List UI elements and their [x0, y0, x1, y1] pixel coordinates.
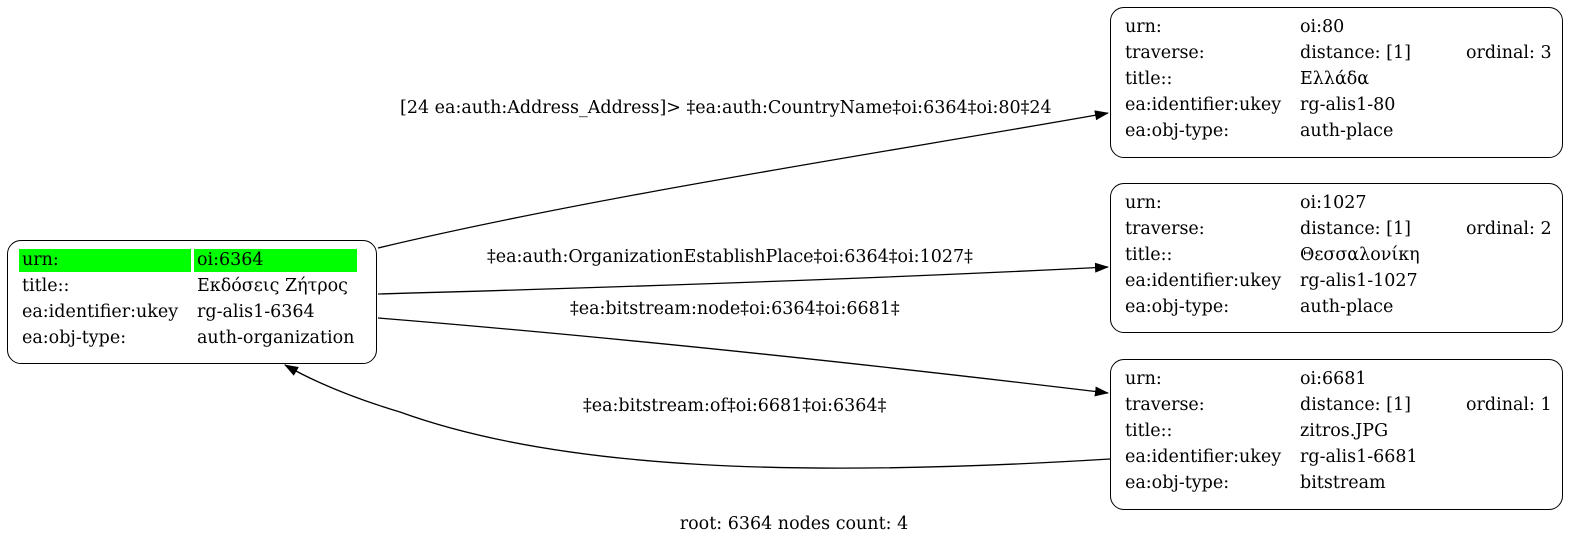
row-key: traverse: — [1125, 395, 1205, 415]
row-value: rg-alis1-6364 — [197, 302, 315, 322]
row-key: urn: — [1125, 369, 1162, 389]
node-row-ukey: ea:identifier:ukey rg-alis1-6364 — [19, 301, 357, 324]
row-key: ea:identifier:ukey — [1125, 447, 1282, 467]
row-value: rg-alis1-80 — [1300, 95, 1396, 115]
row-key: title:: — [1125, 245, 1173, 265]
row-value: oi:6364 — [194, 249, 358, 272]
edge-label-back-to-root: ‡ea:bitstream:of‡oi:6681‡oi:6364‡ — [583, 396, 887, 416]
node-row-objtype: ea:obj-type: auth-organization — [19, 327, 357, 350]
node-row-ukey: ea:identifier:ukey rg-alis1-1027 — [1122, 270, 1555, 293]
row-value: bitstream — [1300, 473, 1386, 493]
edge-label-to-oi80: [24 ea:auth:Address_Address]> ‡ea:auth:C… — [400, 98, 1052, 118]
edge-back-to-root — [284, 364, 1111, 469]
edge-label-to-oi1027: ‡ea:auth:OrganizationEstablishPlace‡oi:6… — [487, 247, 973, 267]
row-key: ea:obj-type: — [22, 328, 127, 348]
node-row-urn: urn: oi:1027 — [1122, 192, 1555, 215]
row-key: title:: — [22, 276, 70, 296]
row-key: ea:obj-type: — [1125, 297, 1230, 317]
row-key: urn: — [1125, 17, 1162, 37]
row-key: traverse: — [1125, 43, 1205, 63]
row-key: traverse: — [1125, 219, 1205, 239]
row-value: rg-alis1-1027 — [1300, 271, 1418, 291]
node-row-title: title:: zitros.JPG — [1122, 420, 1555, 443]
row-key: title:: — [1125, 421, 1173, 441]
node-row-ukey: ea:identifier:ukey rg-alis1-80 — [1122, 94, 1555, 117]
node-oi80[interactable]: urn: oi:80 traverse: distance: [1] ordin… — [1110, 7, 1563, 158]
edge-to-oi1027 — [377, 262, 1109, 295]
row-value: rg-alis1-6681 — [1300, 447, 1418, 467]
graph-footer: root: 6364 nodes count: 4 — [679, 514, 909, 534]
edge-label-to-oi6681: ‡ea:bitstream:node‡oi:6364‡oi:6681‡ — [570, 299, 900, 319]
row-key: ea:identifier:ukey — [22, 302, 179, 322]
row-value: Θεσσαλονίκη — [1300, 245, 1420, 265]
row-key: title:: — [1125, 69, 1173, 89]
node-row-traverse: traverse: distance: [1] ordinal: 1 — [1122, 394, 1555, 417]
node-row-traverse: traverse: distance: [1] ordinal: 2 — [1122, 218, 1555, 241]
row-key: ea:obj-type: — [1125, 473, 1230, 493]
node-oi6681[interactable]: urn: oi:6681 traverse: distance: [1] ord… — [1110, 359, 1563, 510]
node-row-title: title:: Θεσσαλονίκη — [1122, 244, 1555, 267]
row-value: distance: [1] — [1300, 395, 1411, 415]
row-value: auth-organization — [197, 328, 355, 348]
node-row-urn: urn: oi:6681 — [1122, 368, 1555, 391]
node-row-traverse: traverse: distance: [1] ordinal: 3 — [1122, 42, 1555, 65]
row-value: Ελλάδα — [1300, 69, 1370, 89]
node-row-objtype: ea:obj-type: auth-place — [1122, 120, 1555, 143]
node-row-title: title:: Εκδόσεις Ζήτρος — [19, 275, 357, 298]
edge-to-oi80 — [377, 110, 1109, 249]
row-ordinal: ordinal: 3 — [1466, 43, 1552, 63]
row-ordinal: ordinal: 2 — [1466, 219, 1552, 239]
node-row-urn: urn: oi:80 — [1122, 16, 1555, 39]
row-value: distance: [1] — [1300, 43, 1411, 63]
node-row-objtype: ea:obj-type: auth-place — [1122, 296, 1555, 319]
row-value: Εκδόσεις Ζήτρος — [197, 276, 348, 296]
row-value: oi:80 — [1300, 17, 1345, 37]
row-key: urn: — [1125, 193, 1162, 213]
node-row-urn: urn: oi:6364 — [19, 249, 358, 272]
node-row-ukey: ea:identifier:ukey rg-alis1-6681 — [1122, 446, 1555, 469]
node-row-objtype: ea:obj-type: bitstream — [1122, 472, 1555, 495]
node-row-title: title:: Ελλάδα — [1122, 68, 1555, 91]
row-value: auth-place — [1300, 297, 1394, 317]
row-value: zitros.JPG — [1300, 421, 1389, 441]
edge-to-oi6681 — [377, 317, 1109, 397]
node-root-oi6364[interactable]: urn: oi:6364 title:: Εκδόσεις Ζήτρος ea:… — [7, 240, 377, 364]
row-key: urn: — [19, 249, 191, 272]
row-value: oi:1027 — [1300, 193, 1367, 213]
row-key: ea:obj-type: — [1125, 121, 1230, 141]
row-value: distance: [1] — [1300, 219, 1411, 239]
row-value: oi:6681 — [1300, 369, 1367, 389]
row-ordinal: ordinal: 1 — [1466, 395, 1552, 415]
row-value: auth-place — [1300, 121, 1394, 141]
row-key: ea:identifier:ukey — [1125, 95, 1282, 115]
node-oi1027[interactable]: urn: oi:1027 traverse: distance: [1] ord… — [1110, 183, 1563, 333]
row-key: ea:identifier:ukey — [1125, 271, 1282, 291]
